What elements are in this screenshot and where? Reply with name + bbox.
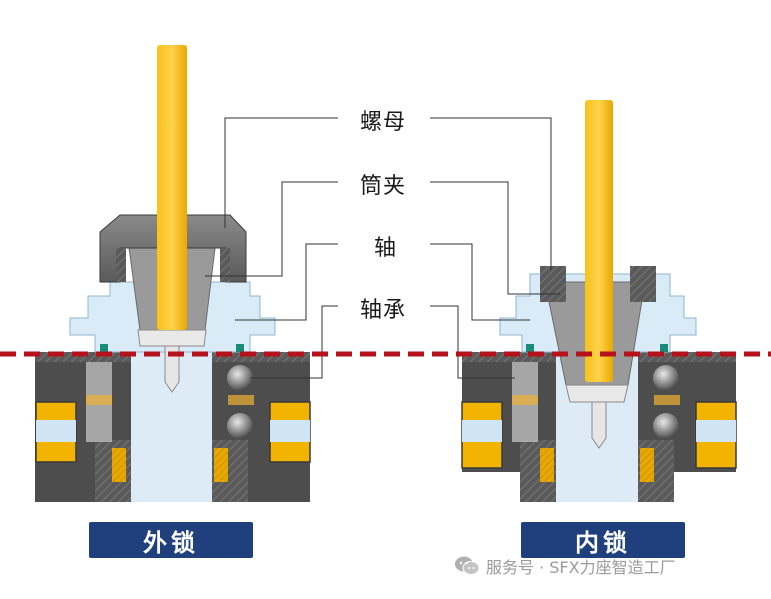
leader-collet-right [430, 181, 560, 295]
leader-shaft-left [235, 243, 338, 321]
callout-shaft: 轴 [374, 236, 398, 261]
outer-bearing-ball [227, 365, 253, 391]
leader-nut-left [224, 117, 338, 228]
leader-bearing-right [430, 305, 515, 379]
leader-lines [205, 117, 560, 379]
badge-inner-lock: 内锁 [521, 522, 685, 558]
watermark: 服务号 · SFX力座智造工厂 [454, 553, 676, 579]
callout-bearing: 轴承 [360, 298, 407, 323]
inner-bearing-ball [653, 365, 679, 391]
leader-shaft-right [430, 243, 530, 321]
callout-collet: 筒夹 [360, 174, 407, 199]
watermark-text: 服务号 · SFX力座智造工厂 [486, 558, 676, 577]
leader-nut-right [430, 117, 552, 270]
leader-collet-left [205, 181, 338, 277]
inner-lock-assembly [461, 100, 737, 502]
outer-shaft [157, 45, 187, 330]
inner-nut [540, 266, 566, 302]
leader-bearing-left [250, 305, 338, 379]
wechat-icon [455, 556, 480, 575]
outer-lock-assembly [35, 45, 311, 502]
inner-shaft [585, 100, 613, 382]
badge-outer-lock: 外锁 [89, 522, 253, 558]
callout-nut: 螺母 [360, 110, 407, 135]
